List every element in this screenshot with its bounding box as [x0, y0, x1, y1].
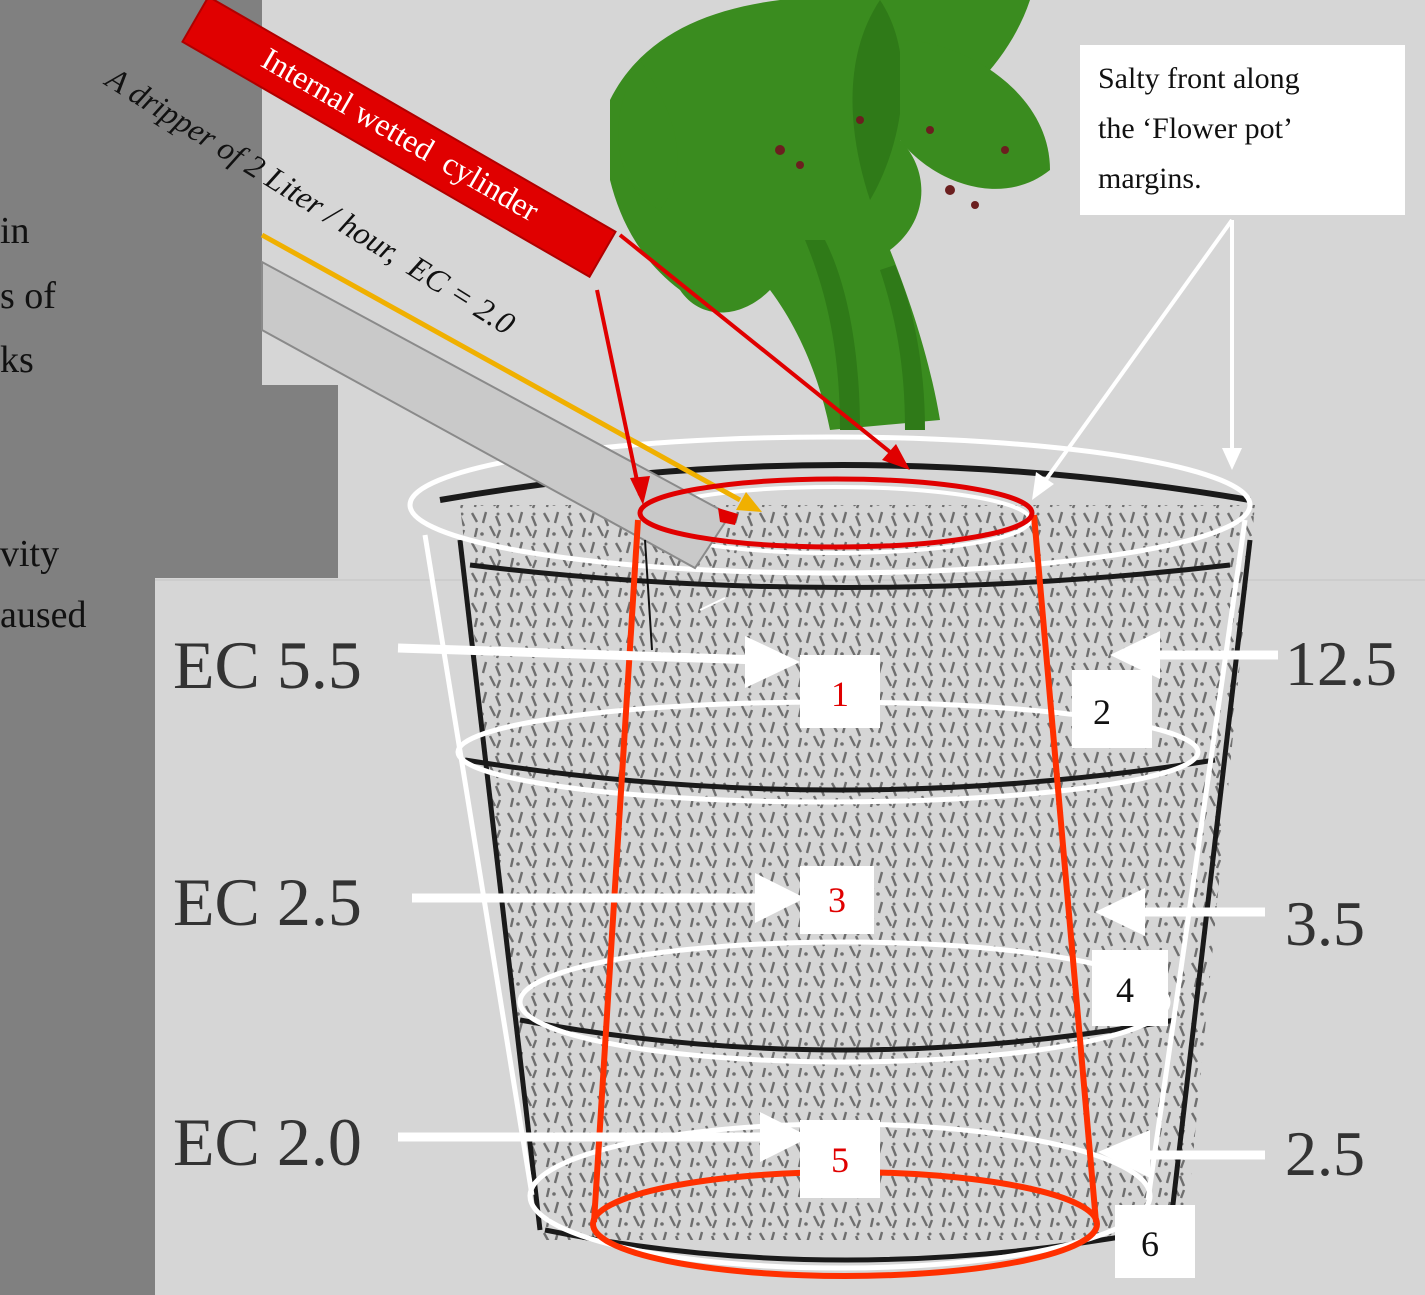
dripper-pipe	[261, 260, 732, 570]
outer-ec-value-1: 12.5	[1285, 628, 1397, 699]
photo-panel-left-bottom	[155, 578, 345, 1295]
dripper-arrow	[260, 232, 762, 512]
left-text-fragment-1: in	[0, 210, 30, 252]
inner-ec-label-1: EC 5.5	[173, 627, 362, 703]
zone-box-2: 2	[1072, 670, 1152, 748]
salty-front-callout: Salty front along the ‘Flower pot’ margi…	[1032, 45, 1405, 500]
outer-ec-value-2: 3.5	[1285, 888, 1365, 959]
salty-front-line-2: the ‘Flower pot’	[1098, 112, 1291, 145]
zone-number-1: 1	[831, 674, 849, 714]
zone-number-4: 4	[1116, 970, 1134, 1010]
salty-front-line-1: Salty front along	[1098, 62, 1300, 95]
zone-box-5: 5	[800, 1120, 880, 1198]
zone-box-4: 4	[1092, 950, 1168, 1026]
left-text-fragment-3: ks	[0, 339, 34, 381]
left-text-fragment-2: s of	[0, 275, 56, 317]
inner-ec-label-2: EC 2.5	[173, 864, 362, 940]
zone-box-3: 3	[800, 866, 874, 934]
salty-front-line-3: margins.	[1098, 162, 1202, 195]
zone-number-6: 6	[1141, 1224, 1159, 1264]
drip-mark	[699, 597, 726, 611]
left-text-fragment-4: vity	[0, 533, 59, 575]
pointer-arrows	[397, 631, 1278, 1178]
wetted-cylinder-arrows	[595, 233, 902, 496]
drip-line	[644, 539, 653, 651]
red-arrowhead-right	[882, 444, 910, 470]
outer-ec-value-3: 2.5	[1285, 1118, 1365, 1189]
wetted-cylinder-top	[637, 476, 1035, 550]
zone-box-1: 1	[800, 655, 880, 728]
zone-number-5: 5	[831, 1140, 849, 1180]
plant-illustration	[610, 0, 1050, 430]
svg-text:Salty front along the ‘F: Salty front along the ‘Flower pot’ margi…	[1098, 62, 1307, 195]
zone-box-6: 6	[1115, 1205, 1195, 1278]
red-arrowhead-left	[630, 476, 650, 505]
left-text-fragment-5: aused	[0, 594, 87, 636]
dripper-nozzle	[718, 508, 738, 525]
zone-number-2: 2	[1093, 692, 1111, 732]
inner-ec-label-3: EC 2.0	[173, 1104, 362, 1180]
zone-number-3: 3	[828, 880, 846, 920]
